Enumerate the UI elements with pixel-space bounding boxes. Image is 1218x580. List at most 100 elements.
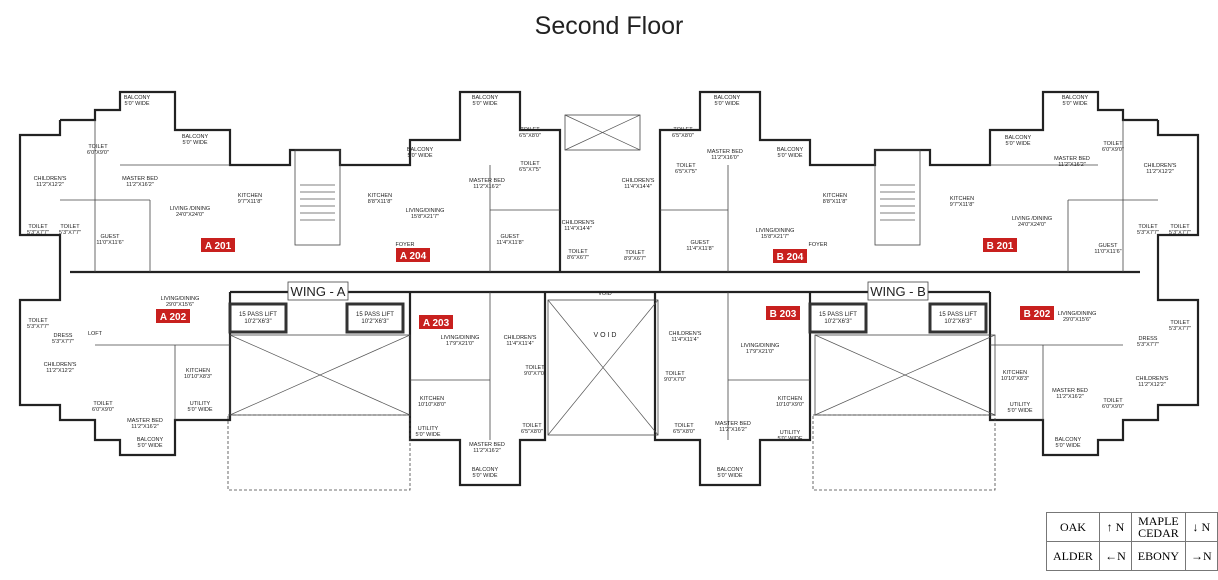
room-name: TOILET: [625, 250, 645, 256]
room-size: 6'5"X8'0": [673, 429, 695, 435]
room-name: LIVING/DINING: [1058, 311, 1097, 317]
room-name: LIVING/DINING: [161, 296, 200, 302]
arrow-right-icon: →: [1191, 549, 1204, 563]
room-name: KITCHEN: [950, 196, 974, 202]
room-size: 10'10"X9'0": [776, 402, 804, 408]
room-name: LIVING/DINING: [756, 228, 795, 234]
room-size: 11'2"X16'2": [1056, 394, 1084, 400]
room-name: KITCHEN: [823, 193, 847, 199]
room-size: 11'0"X11'6": [96, 240, 123, 246]
room-name: TOILET: [1170, 320, 1190, 326]
room-name: BALCONY: [124, 95, 151, 101]
room-size: 5'0" WIDE: [137, 443, 162, 449]
room-name: TOILET: [88, 144, 108, 150]
room-name: BALCONY: [777, 147, 804, 153]
room-name: UTILITY: [1010, 402, 1031, 408]
unit-number: B 202: [1024, 309, 1051, 320]
room-name: KITCHEN: [420, 396, 444, 402]
room-name: KITCHEN: [186, 368, 210, 374]
room-name: MASTER BED: [1054, 156, 1090, 162]
room-name: GUEST: [1099, 243, 1119, 249]
room-name: TOILET: [520, 127, 540, 133]
room-size: 5'0" WIDE: [1005, 141, 1030, 147]
room-name: CHILDREN'S: [562, 220, 595, 226]
room-size: 5'0" WIDE: [124, 101, 149, 107]
room-size: 9'7"X11'8": [950, 202, 975, 208]
room-name: TOILET: [1170, 224, 1190, 230]
room-name: BALCONY: [182, 134, 209, 140]
room-size: 9'0"X7'0": [664, 377, 686, 383]
room-name: CHILDREN'S: [622, 178, 655, 184]
room-name: BALCONY: [714, 95, 741, 101]
legend-oak-north: ↑ N: [1098, 512, 1133, 542]
room-size: 11'4"X11'4": [506, 341, 533, 347]
room-size: 10'10"X8'0": [418, 402, 446, 408]
room-name: BALCONY: [717, 467, 744, 473]
room-name: TOILET: [522, 423, 542, 429]
room-size: 5'0" WIDE: [1055, 443, 1080, 449]
room-size: 11'2"X16'2": [1058, 162, 1086, 168]
room-size: 11'2"X16'2": [719, 427, 747, 433]
room-name: CHILDREN'S: [1136, 376, 1169, 382]
room-name: CHILDREN'S: [34, 176, 67, 182]
room-name: BALCONY: [472, 467, 499, 473]
room-size: 10'10"X8'3": [1001, 376, 1029, 382]
room-name: UTILITY: [190, 401, 211, 407]
room-name: CHILDREN'S: [504, 335, 537, 341]
room-size: 5'3"X7'7": [59, 230, 81, 236]
room-size: 6'5"X8'0": [521, 429, 543, 435]
void-label: VOID: [598, 291, 611, 297]
legend-alder: ALDER: [1046, 541, 1100, 571]
room-name: GUEST: [501, 234, 521, 240]
room-name: BALCONY: [1062, 95, 1089, 101]
room-name: BALCONY: [1055, 437, 1082, 443]
room-size: 11'2"X16'2": [473, 184, 501, 190]
room-name: KITCHEN: [1003, 370, 1027, 376]
room-name: CHILDREN'S: [1144, 163, 1177, 169]
unit-number: A 204: [400, 251, 427, 262]
room-size: 11'2"X16'2": [473, 448, 501, 454]
room-name: KITCHEN: [238, 193, 262, 199]
room-size: 11'2"X12'2": [1138, 382, 1166, 388]
room-name: LIVING/DINING: [741, 343, 780, 349]
room-name: MASTER BED: [469, 442, 505, 448]
